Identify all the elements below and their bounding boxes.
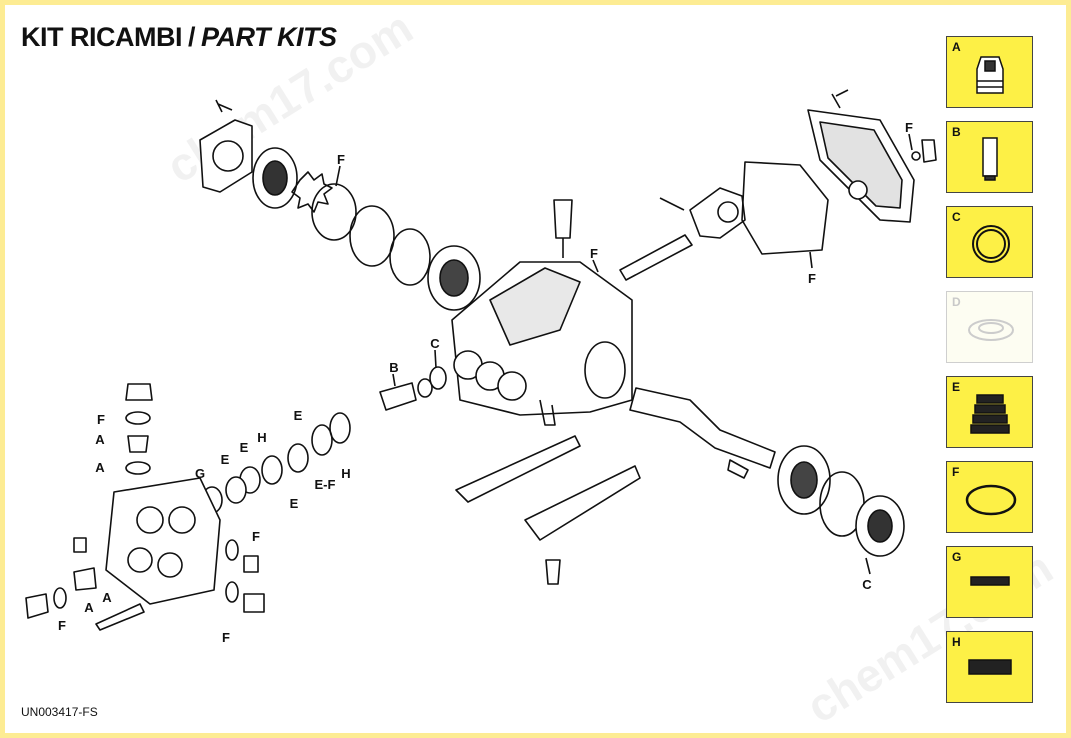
crankshaft [629,387,776,469]
packing-stack-icon [970,394,1010,434]
foot-1 [455,435,581,503]
callout-label: F [58,618,66,633]
callout-label: E [290,496,299,511]
piston-icon [982,137,998,181]
flange-hole [212,140,244,172]
kit-e[interactable]: E [946,376,1033,448]
rear-gasket [741,161,829,255]
callout-label: H [257,430,266,445]
kit-letter: E [952,380,961,394]
callout-label: H [341,466,350,481]
support-ring-icon [970,576,1010,586]
dipstick [553,199,573,239]
kit-b[interactable]: B [946,121,1033,193]
callout-label: F [222,630,230,645]
callout-label: E [294,408,303,423]
foot-2 [524,465,641,541]
callout-label: F [590,246,598,261]
title-main: KIT RICAMBI [21,22,182,52]
document-code: UN003417-FS [21,705,98,719]
callout-label: F [337,152,345,167]
callout-label: A [102,590,112,605]
gasket-icon [968,659,1012,675]
o-ring-left [311,183,357,241]
kit-letter: B [952,125,961,139]
page-title: KIT RICAMBI/PART KITS [21,22,337,53]
seal-ring-icon [968,319,1014,341]
snap-ring-1 [349,205,395,267]
callout-label: F [808,271,816,286]
title-sub: PART KITS [201,22,337,52]
callout-label: E [240,440,249,455]
o-ring-icon [965,484,1017,516]
title-separator: / [187,22,196,52]
callout-label: C [430,336,440,351]
oil-seal-icon [972,225,1010,263]
callout-label: G [195,466,205,481]
callout-label: F [97,412,105,427]
valve-a-top [127,435,149,453]
valve-a-side [73,567,97,591]
valve-icon [976,56,1004,94]
kit-g[interactable]: G [946,546,1033,618]
callout-label: F [905,120,913,135]
foot-bolt [545,559,561,585]
callout-label: A [95,432,105,447]
side-plug [25,593,49,619]
manifold [105,477,221,605]
snap-ring-2 [389,228,431,286]
manifold-bolt [95,603,145,631]
star-washer [291,171,333,213]
kit-h[interactable]: H [946,631,1033,703]
callout-label: A [95,460,105,475]
callout-label: B [389,360,398,375]
flange-bolt [215,99,233,113]
kit-f[interactable]: F [946,461,1033,533]
plunger-guide [619,234,693,281]
kit-d: D [946,291,1033,363]
kit-letter: D [952,295,961,309]
callout-label: E-F [315,477,336,492]
plug [921,139,937,163]
callout-label: C [862,577,872,592]
kit-letter: G [952,550,962,564]
kit-letter: H [952,635,961,649]
manifold-plug [125,383,153,401]
kit-c[interactable]: C [946,206,1033,278]
callout-label: F [252,529,260,544]
kit-a[interactable]: A [946,36,1033,108]
flange-plate [199,119,253,193]
callout-label: E [221,452,230,467]
kit-letter: A [952,40,961,54]
kit-letter: F [952,465,960,479]
kit-letter: C [952,210,961,224]
callout-label: A [84,600,94,615]
cover-bolt [831,89,849,109]
plunger-b [379,382,417,411]
